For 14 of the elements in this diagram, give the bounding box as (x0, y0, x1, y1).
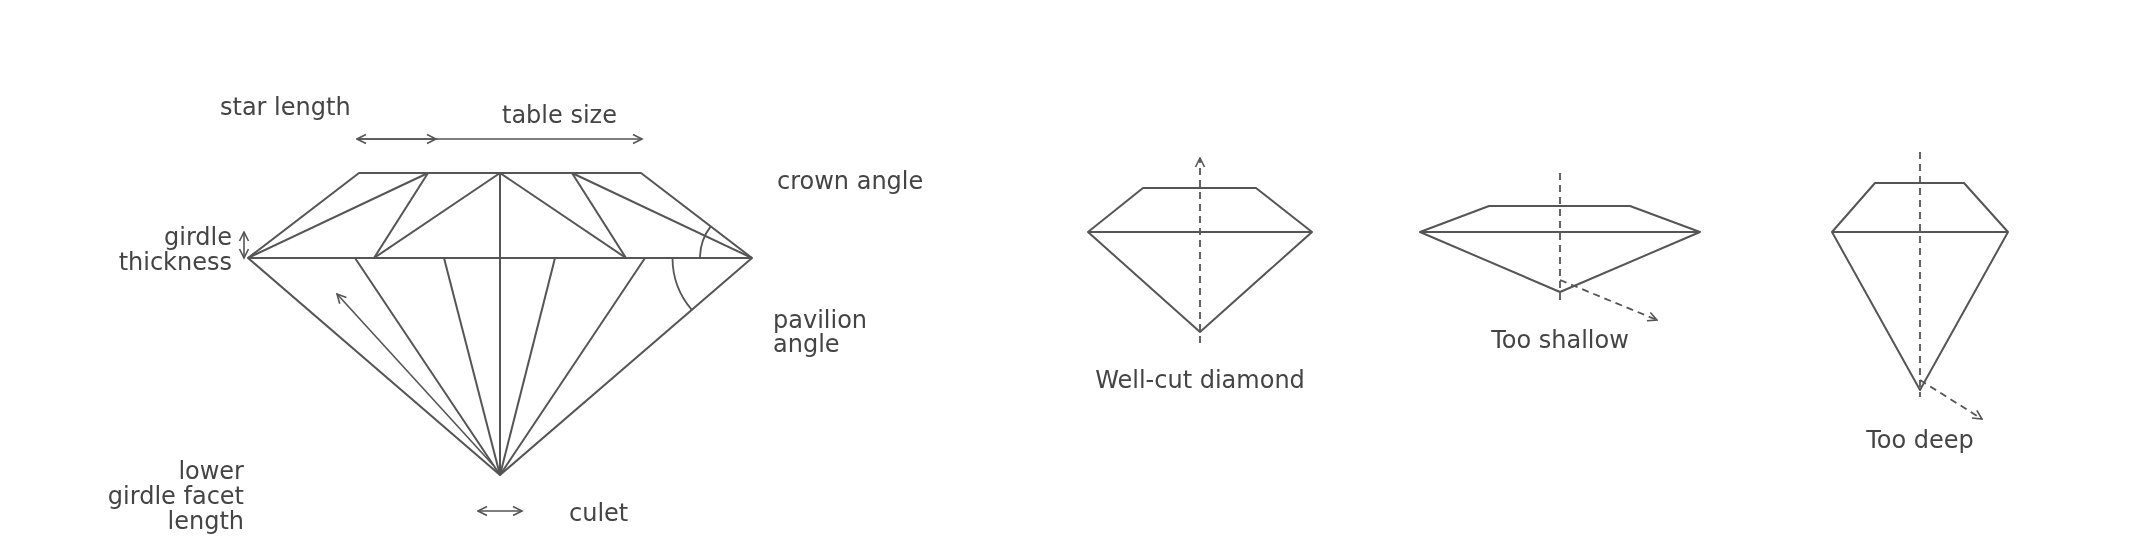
measurement-label: lower girdle facet length (106, 459, 244, 534)
diamond-drawing (1419, 205, 1701, 293)
measurement-label: pavilion angle (773, 308, 869, 356)
measurement-label: table size (502, 101, 617, 129)
measurement-label: girdle thickness (117, 225, 232, 275)
diamond-drawing (247, 172, 753, 476)
gem-label: Too deep (1866, 426, 1974, 454)
gem-label: Well-cut diamond (1095, 366, 1305, 394)
gem-label: Too shallow (1491, 326, 1629, 354)
diamond-drawing (1831, 182, 2009, 391)
measurement-label: crown angle (777, 167, 924, 195)
measurement-label: culet (569, 499, 629, 527)
measurement-label: star length (220, 93, 351, 121)
diamond-drawing (1087, 187, 1313, 333)
